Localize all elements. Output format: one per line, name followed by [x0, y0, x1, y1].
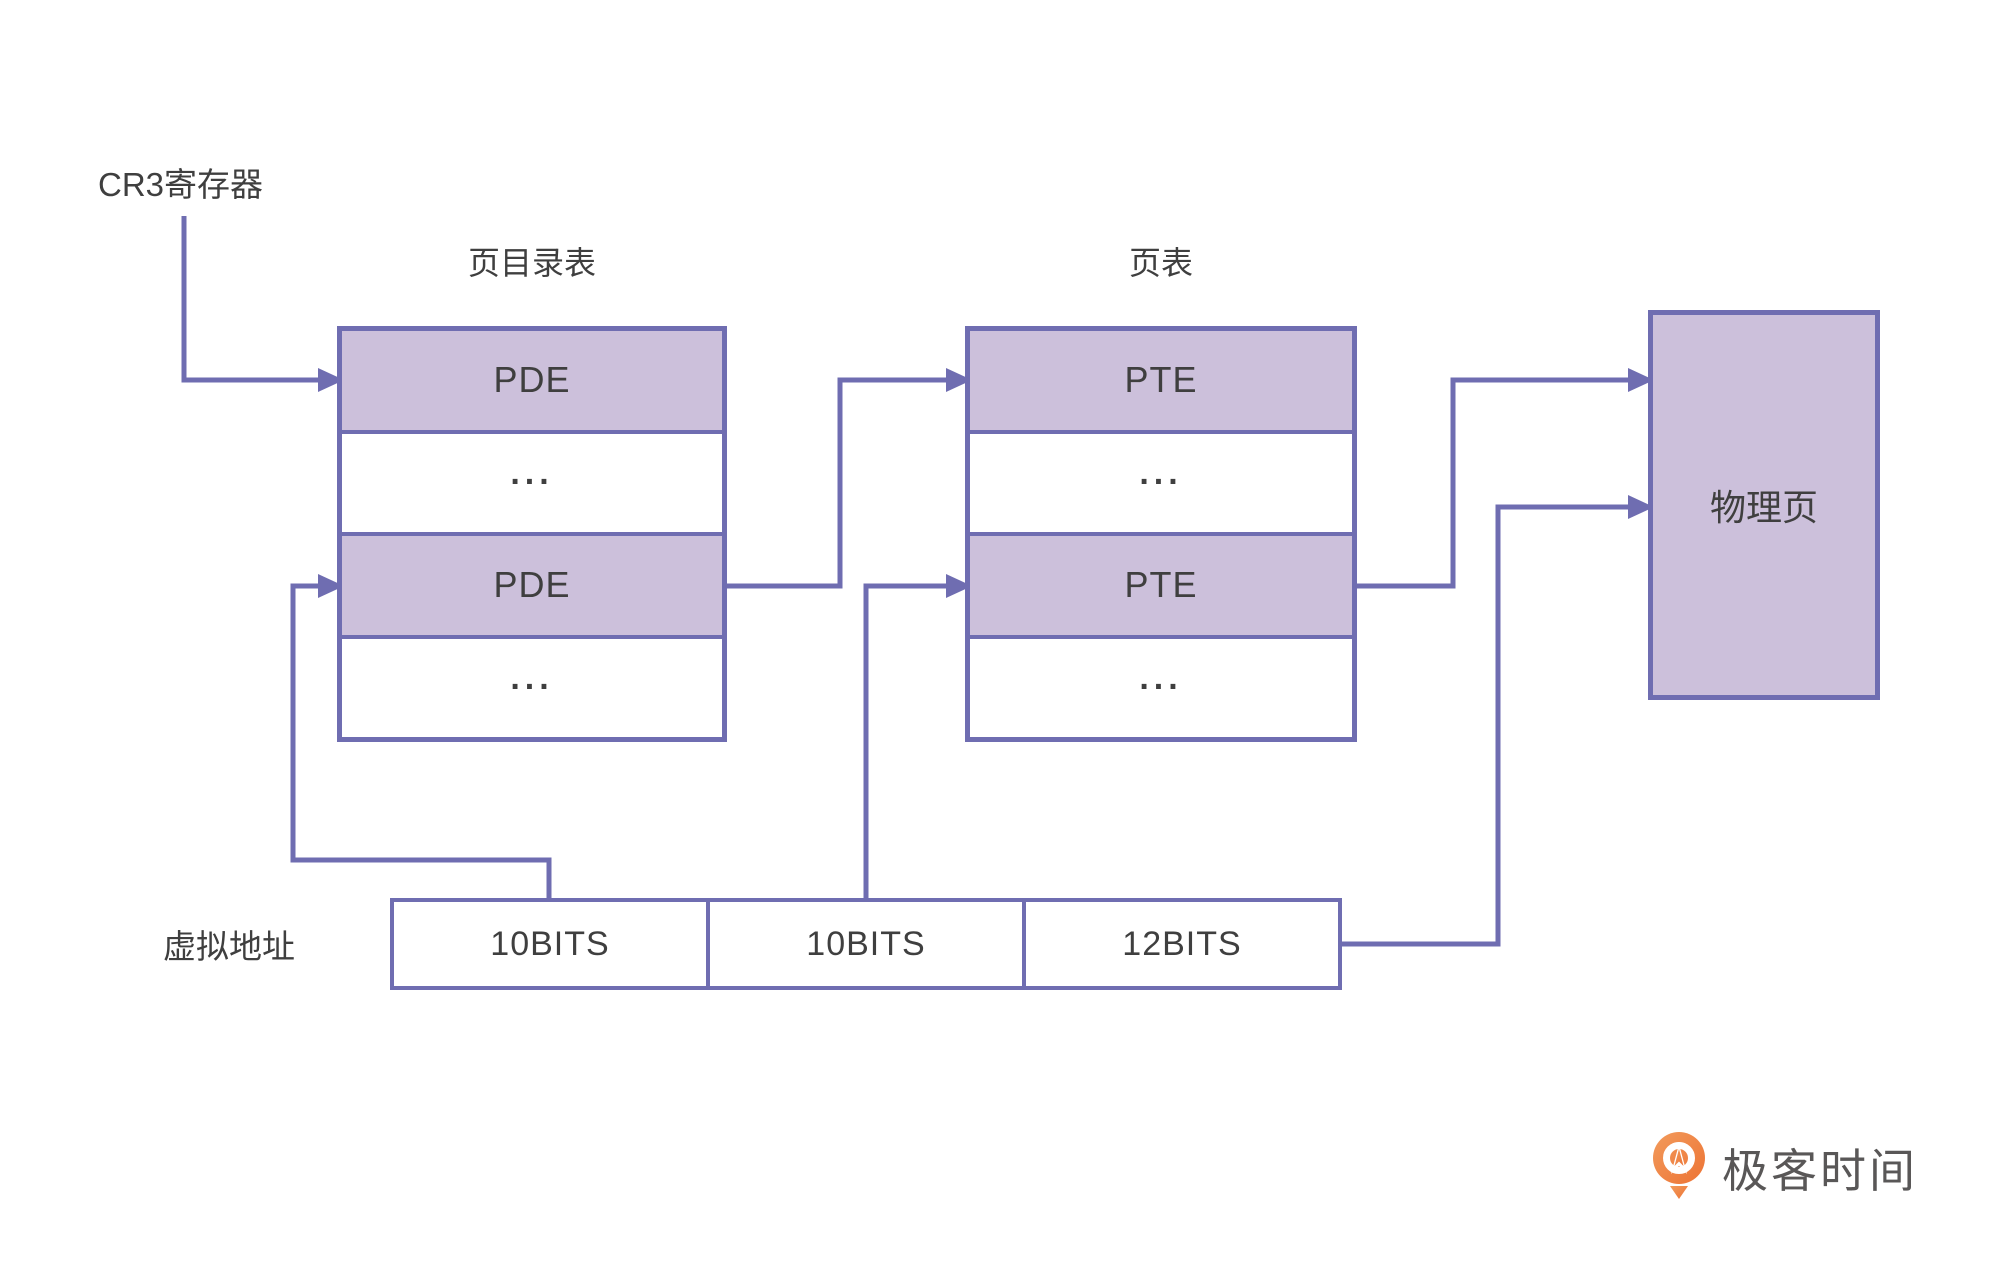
connector-pde2-to-pte1 — [727, 377, 958, 589]
physical-page-box: 物理页 — [1648, 310, 1880, 700]
cr3-register-label: CR3寄存器 — [98, 166, 264, 203]
pde-row-1: PDE — [342, 331, 722, 430]
connector-cr3-to-pde1 — [181, 216, 330, 383]
page-directory-title: 页目录表 — [467, 245, 596, 281]
pte-row-2-label: PTE — [1124, 564, 1198, 606]
pte-row-1: PTE — [970, 331, 1352, 430]
geektime-logo-icon — [1653, 1132, 1705, 1199]
pde-ellipsis-2-label: ... — [510, 659, 554, 698]
geektime-logo-text: 极客时间 — [1722, 1145, 1918, 1197]
pte-row-2: PTE — [970, 532, 1352, 635]
pte-ellipsis-row-2: ... — [970, 634, 1352, 737]
page-table-title: 页表 — [1128, 245, 1193, 281]
connector-bits2-to-pte2 — [863, 583, 958, 898]
geektime-logo: 极客时间 — [1652, 1132, 1918, 1204]
connector-pte2-to-physical-page — [1357, 377, 1640, 589]
pde-ellipsis-1-label: ... — [510, 454, 554, 493]
page-table: PTE ... PTE ... — [965, 326, 1357, 742]
va-field-bits3: 12BITS — [1022, 902, 1338, 986]
pde-ellipsis-row-1: ... — [342, 429, 722, 532]
physical-page-label: 物理页 — [1709, 487, 1818, 528]
pte-ellipsis-2-label: ... — [1139, 659, 1183, 698]
pte-row-1-label: PTE — [1124, 359, 1198, 401]
connector-bits3-to-physical-page — [1342, 504, 1640, 947]
pte-ellipsis-1-label: ... — [1139, 454, 1183, 493]
va-field-bits1: 10BITS — [490, 924, 610, 963]
pde-row-1-label: PDE — [493, 359, 571, 401]
virtual-address-box: 10BITS 10BITS 12BITS — [390, 898, 1342, 990]
page-directory-table: PDE ... PDE ... — [337, 326, 727, 742]
pte-ellipsis-row-1: ... — [970, 429, 1352, 532]
virtual-address-label: 虚拟地址 — [163, 928, 295, 965]
pde-ellipsis-row-2: ... — [342, 634, 722, 737]
pde-row-2: PDE — [342, 532, 722, 635]
va-field-bits2: 10BITS — [706, 902, 1022, 986]
pde-row-2-label: PDE — [493, 564, 571, 606]
